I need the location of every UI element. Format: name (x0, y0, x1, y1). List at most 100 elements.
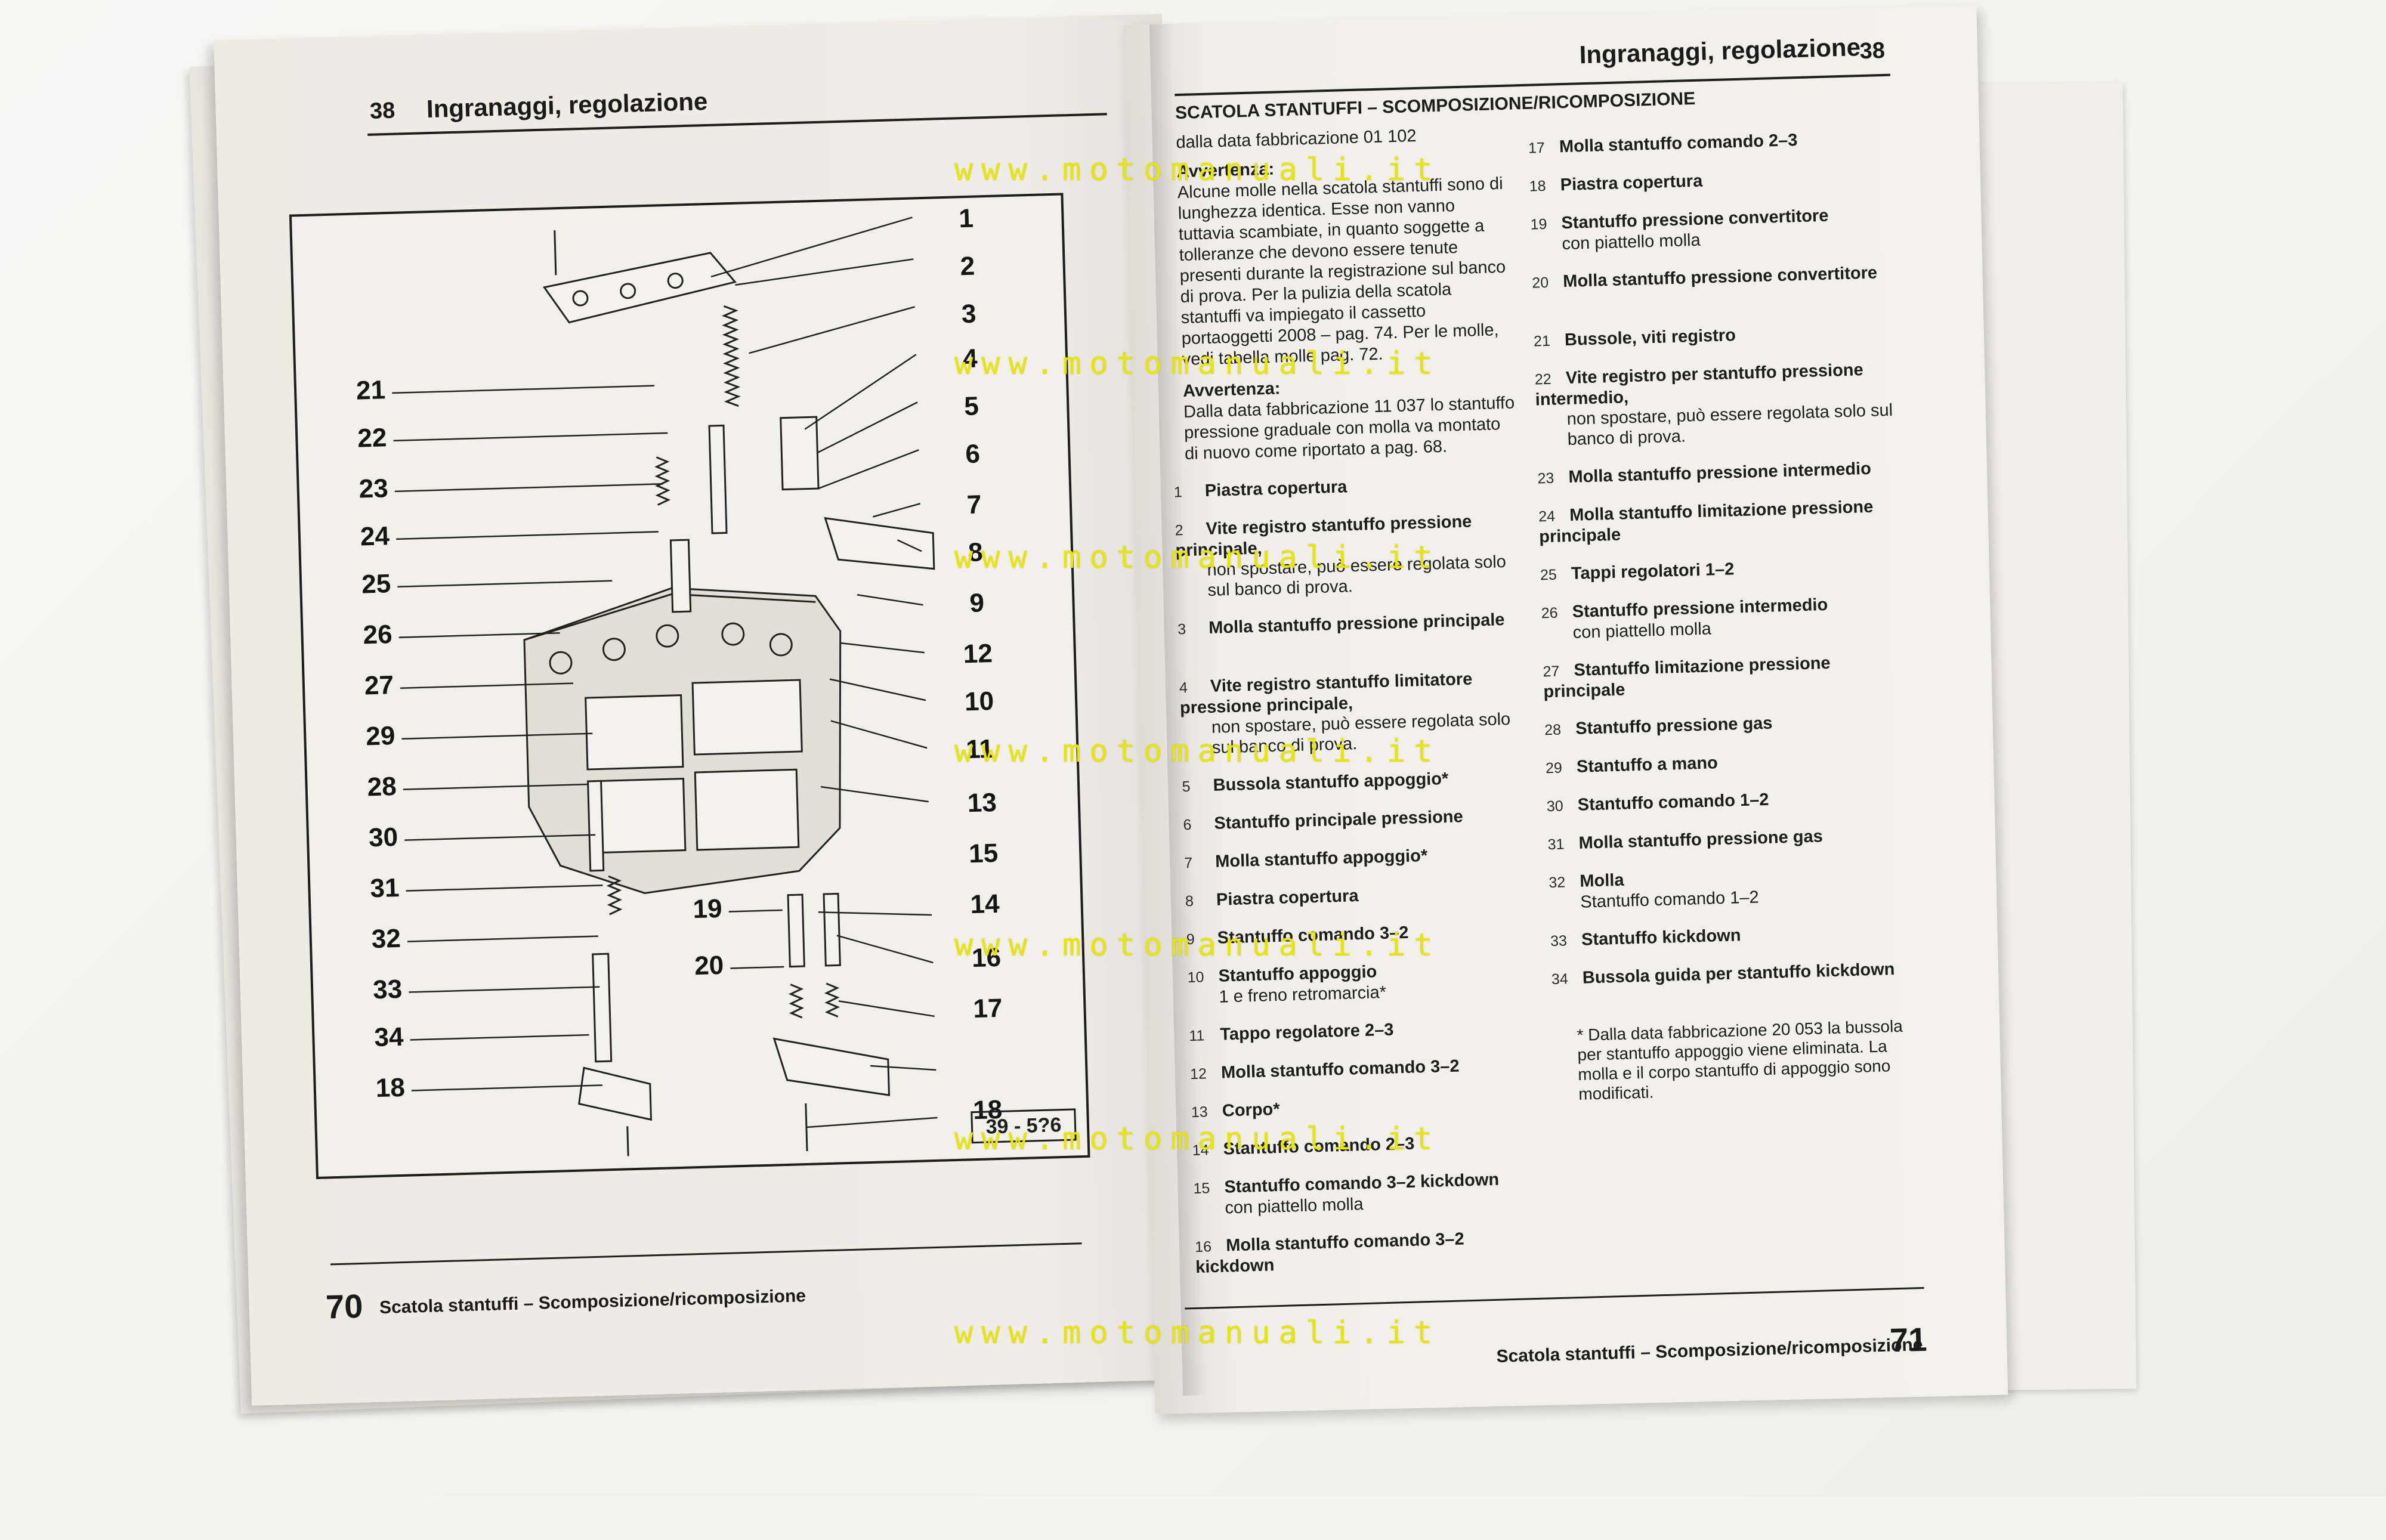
legend-number: 17 (1528, 139, 1546, 157)
legend-item: 5 Bussola stantuffo appoggio* (1182, 767, 1516, 797)
legend-number: 22 (1534, 370, 1552, 388)
legend-item: 8 Piastra copertura (1185, 882, 1520, 912)
right-footer-title: Scatola stantuffi – Scomposizione/ricomp… (1496, 1334, 1923, 1366)
legend-item: 33 Stantuffo kickdown (1550, 920, 1909, 951)
legend-item: 18 Piastra copertura (1529, 166, 1887, 197)
legend-title: Stantuffo pressione gas (1575, 713, 1773, 738)
legend-title: Piastra copertura (1216, 886, 1359, 910)
legend-number: 29 (1545, 759, 1563, 777)
legend-item: 12 Molla stantuffo comando 3–2 (1190, 1054, 1525, 1084)
legend-number: 27 (1543, 663, 1560, 681)
legend-title: Bussola guida per stantuffo kickdown (1582, 960, 1895, 988)
right-header-page-number: 38 (1859, 38, 1886, 64)
legend-number: 24 (1538, 508, 1556, 525)
legend-title: Piastra copertura (1560, 171, 1703, 195)
legend-number: 33 (1550, 932, 1568, 950)
legend-title: Molla stantuffo pressione principale (1208, 610, 1505, 638)
legend-title: Stantuffo limitazione pressione principa… (1543, 653, 1831, 702)
legend-item: 23 Molla stantuffo pressione intermedio (1537, 458, 1896, 489)
intro-date: dalla data fabbricazione 01 102 (1176, 126, 1417, 153)
legend-item: 30 Stantuffo comando 1–2 (1546, 786, 1905, 817)
legend-number: 1 (1173, 484, 1183, 501)
legend-title: Molla stantuffo comando 2–3 (1559, 131, 1798, 157)
legend-item: 17 Molla stantuffo comando 2–3 (1528, 128, 1887, 159)
watermark: www.motomanuali.it (954, 540, 1441, 576)
warning1-text: Alcune molle nella scatola stantuffi son… (1177, 174, 1506, 370)
legend-item: 6 Stantuffo principale pressione (1183, 805, 1517, 836)
legend-title: Stantuffo a mano (1576, 753, 1719, 777)
legend-item: 29 Stantuffo a mano (1546, 748, 1904, 779)
legend-title: Stantuffo principale pressione (1213, 807, 1464, 833)
legend-item: 25 Tappi regolatori 1–2 (1540, 555, 1899, 586)
legend-title: Vite registro stantuffo limitatore press… (1179, 669, 1473, 718)
legend-number: 13 (1191, 1103, 1209, 1121)
legend-number: 4 (1179, 679, 1188, 697)
legend-item: 11 Tappo regolatore 2–3 (1189, 1016, 1523, 1046)
valve-body-illustration (392, 217, 938, 1156)
legend-number: 26 (1541, 604, 1558, 622)
legend-number: 18 (1529, 177, 1547, 195)
legend-title: Molla (1579, 870, 1624, 891)
legend-number: 25 (1540, 566, 1557, 584)
legend-title: Stantuffo appoggio (1218, 962, 1377, 986)
legend-title: Molla stantuffo comando 3–2 kickdown (1195, 1229, 1465, 1277)
legend-number: 3 (1177, 621, 1186, 638)
right-header-title: Ingranaggi, regolazione (1579, 33, 1861, 69)
legend-number: 15 (1193, 1180, 1210, 1198)
legend-number: 6 (1183, 816, 1192, 834)
watermark: www.motomanuali.it (954, 152, 1441, 188)
legend-number: 19 (1530, 215, 1547, 233)
legend-title: Molla stantuffo appoggio* (1214, 846, 1428, 871)
section-title: SCATOLA STANTUFFI – SCOMPOSIZIONE/RICOMP… (1175, 88, 1696, 123)
legend-item: 7 Molla stantuffo appoggio* (1184, 843, 1519, 874)
legend-title: Molla stantuffo pressione intermedio (1568, 459, 1872, 487)
legend-title: Molla stantuffo pressione gas (1578, 827, 1824, 853)
legend-number: 8 (1185, 892, 1194, 910)
legend-number: 31 (1547, 836, 1565, 854)
legend-item: 3 Molla stantuffo pressione principale (1177, 610, 1512, 640)
legend-number: 7 (1183, 854, 1193, 872)
legend-number: 23 (1537, 469, 1554, 487)
watermark: www.motomanuali.it (954, 1315, 1441, 1351)
legend-title: Stantuffo comando 1–2 (1577, 790, 1769, 815)
legend-number: 20 (1531, 274, 1549, 292)
legend-number: 10 (1187, 969, 1204, 987)
legend-number: 30 (1546, 797, 1564, 815)
watermark: www.motomanuali.it (954, 927, 1441, 963)
open-manual: 38 Ingranaggi, regolazione (189, 5, 2008, 1414)
legend-number: 28 (1544, 721, 1562, 739)
legend-number: 11 (1188, 1027, 1205, 1045)
legend-number: 32 (1549, 874, 1566, 892)
legend-title: Molla stantuffo comando 3–2 (1220, 1056, 1460, 1083)
legend-title: Bussole, viti registro (1564, 326, 1736, 350)
legend-number: 12 (1189, 1065, 1207, 1083)
legend-item: 21 Bussole, viti registro (1534, 321, 1892, 352)
legend-item: 31 Molla stantuffo pressione gas (1547, 824, 1906, 855)
legend-title: Stantuffo kickdown (1581, 926, 1741, 950)
legend-title: Tappi regolatori 1–2 (1571, 559, 1735, 583)
exploded-diagram: 1 2 3 4 5 6 7 8 9 12 10 11 13 15 14 16 1… (289, 193, 1090, 1179)
legend-title: Bussola stantuffo appoggio* (1213, 769, 1449, 795)
footnote: * Dalla data fabbricazione 20 053 la bus… (1577, 1016, 1903, 1103)
right-footer-rule (1185, 1287, 1924, 1310)
legend-number: 5 (1182, 778, 1191, 796)
legend-number: 16 (1194, 1238, 1212, 1255)
legend-title: Tappo regolatore 2–3 (1219, 1020, 1394, 1044)
legend-item: 13 Corpo* (1191, 1092, 1525, 1122)
right-footer-page-number: 71 (1889, 1320, 1928, 1359)
watermark: www.motomanuali.it (954, 1121, 1441, 1157)
legend-title: Corpo* (1222, 1099, 1280, 1121)
legend-number: 21 (1533, 332, 1551, 350)
